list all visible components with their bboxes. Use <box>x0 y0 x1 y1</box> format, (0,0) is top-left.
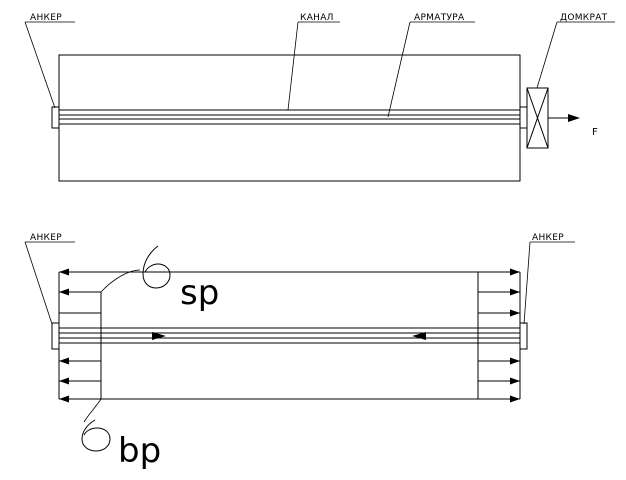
anchor-bottom-right-label: АНКЕР <box>532 233 564 243</box>
left-stress-arrows <box>59 268 101 403</box>
bottom-figure: АНКЕР АНКЕР sp bp <box>24 233 575 471</box>
rebar-leader <box>387 21 411 118</box>
sigma-p-label: sp <box>180 273 219 313</box>
beam-top <box>58 54 521 182</box>
jack-label: ДОМКРАТ <box>560 13 608 23</box>
channel-leader <box>287 21 299 111</box>
jack-leader <box>536 21 558 89</box>
anchor-bottom-left-label: АНКЕР <box>30 233 62 243</box>
sigma-bp-label: bp <box>118 431 161 471</box>
sigma-p-glyph <box>142 245 171 289</box>
sigma-p-leader <box>100 269 141 293</box>
anchor-plate-top-left <box>51 106 60 129</box>
anchor-top-label: АНКЕР <box>30 13 62 23</box>
anchor-top-leader <box>24 21 56 109</box>
rebar-label: АРМАТУРА <box>414 13 465 23</box>
sigma-bp-glyph <box>81 419 111 452</box>
channel-label: КАНАЛ <box>300 13 334 23</box>
rebar-arrow-left <box>152 332 166 340</box>
top-figure: F АНКЕР КАНАЛ АРМАТУРА ДОМКРАТ <box>24 13 615 182</box>
jack-cross-2 <box>526 87 549 149</box>
force-arrowhead <box>568 114 580 122</box>
anchor-plate-bottom-right <box>519 322 528 350</box>
right-stress-arrows <box>478 268 520 403</box>
anchor-plate-top-right <box>519 106 528 129</box>
anchor-plate-bottom-left <box>51 322 60 350</box>
rebar-arrow-right <box>412 332 426 340</box>
sigma-bp-leader <box>83 398 102 423</box>
anchor-bl-leader <box>24 241 53 325</box>
force-label: F <box>592 127 598 138</box>
anchor-br-leader <box>523 241 531 325</box>
